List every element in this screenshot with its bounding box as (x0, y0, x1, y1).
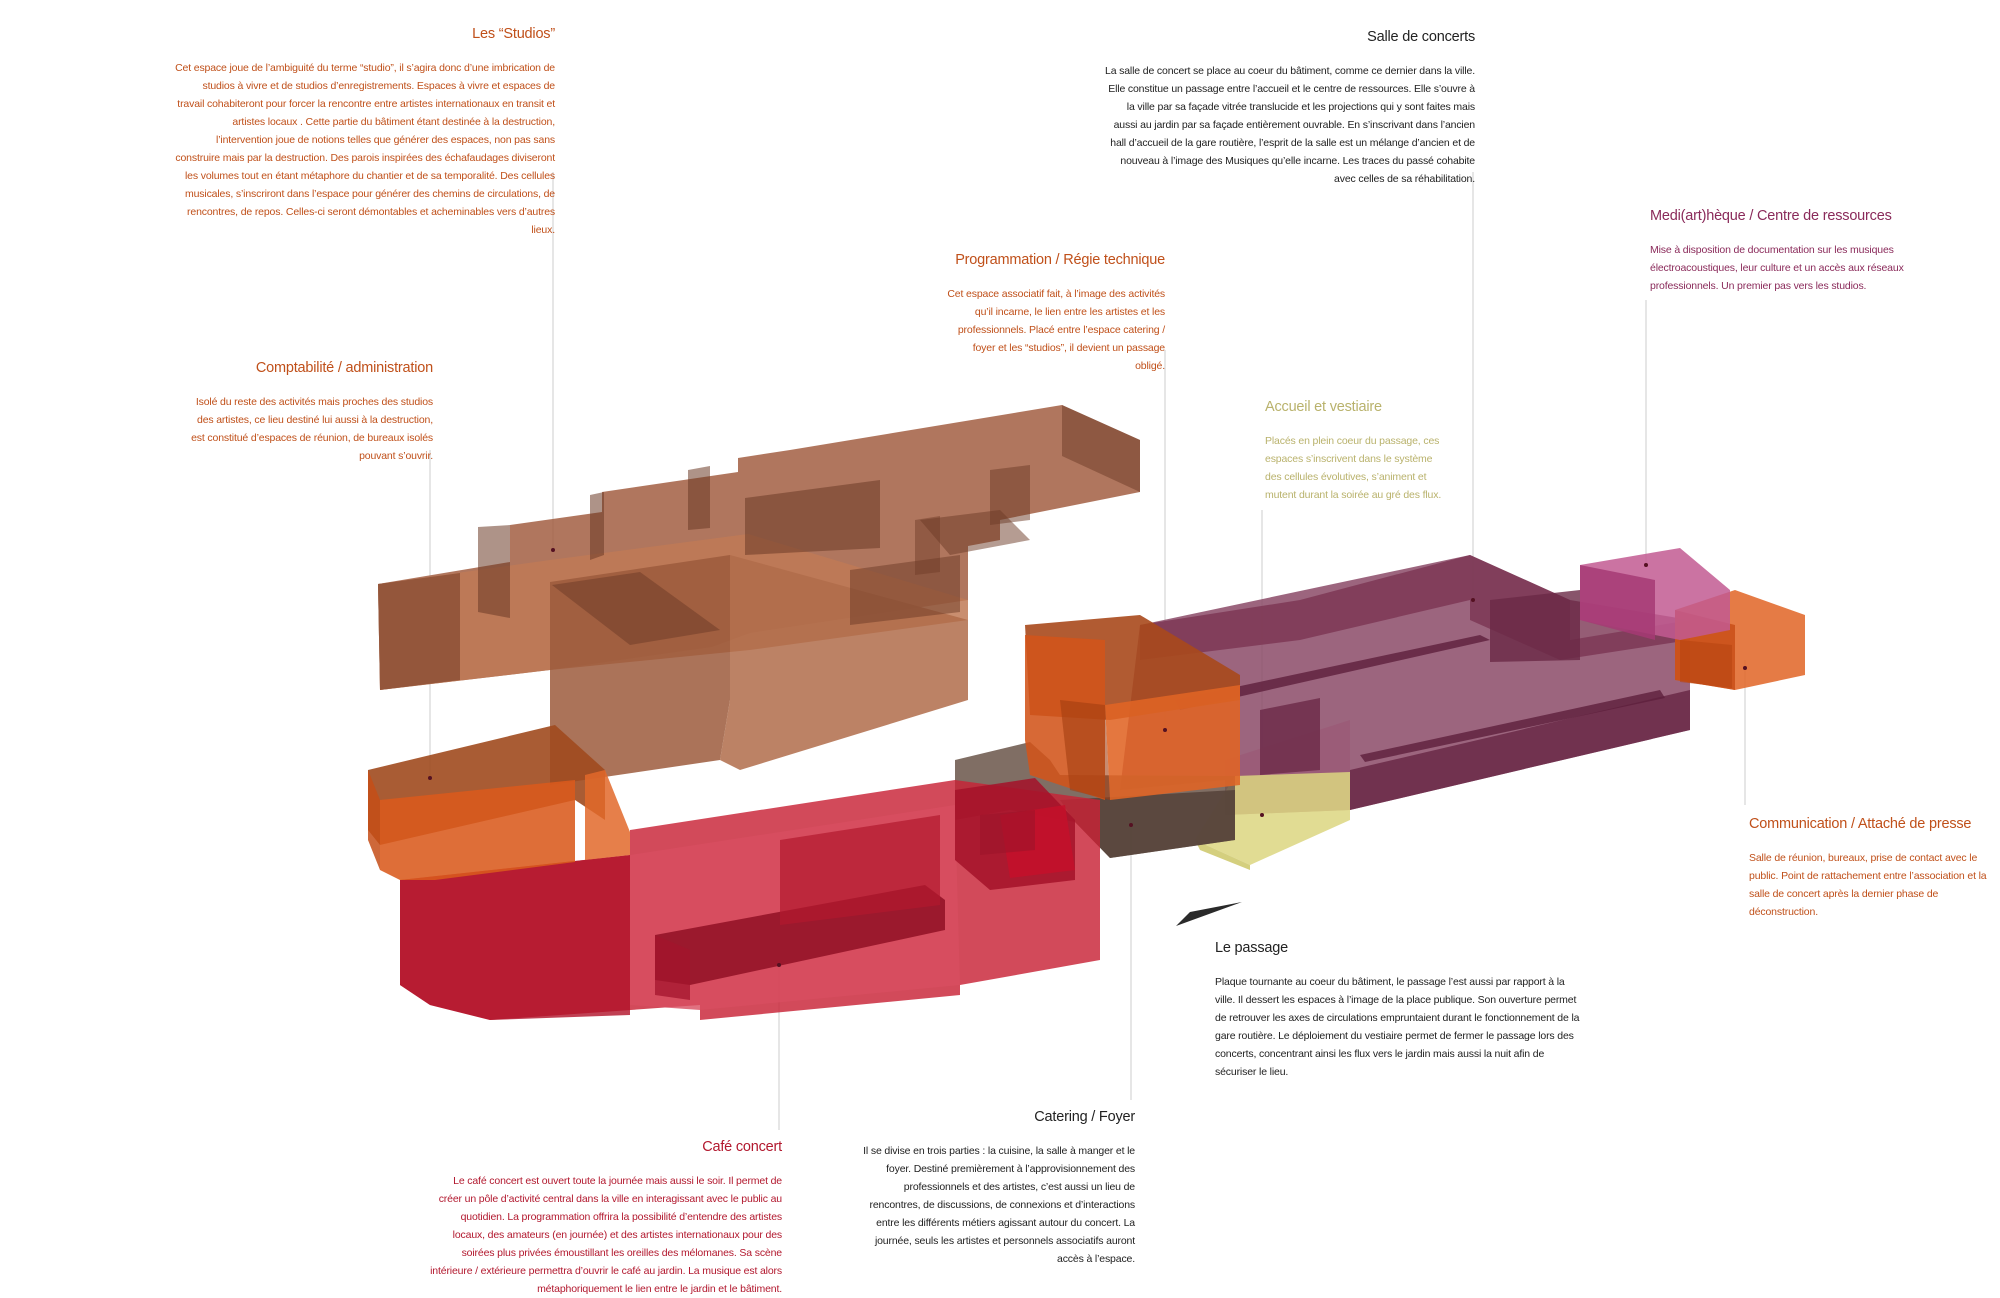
salle-concerts-annotation: Salle de concerts La salle de concert se… (1105, 28, 1475, 188)
passage-annotation: Le passage Plaque tournante au coeur du … (1215, 939, 1585, 1081)
cafe-concert-text: Le café concert est ouvert toute la jour… (430, 1175, 782, 1295)
marker-mediatheque (1644, 563, 1648, 567)
axonometric-diagram (368, 172, 1805, 1130)
mediatheque-volume (1580, 548, 1730, 640)
accueil-text: Placés en plein coeur du passage, ces es… (1265, 435, 1442, 501)
programmation-text: Cet espace associatif fait, à l’image de… (947, 288, 1165, 372)
marker-catering (1129, 823, 1133, 827)
mediatheque-text: Mise à disposition de documentation sur … (1650, 244, 1904, 292)
mediatheque-annotation: Medi(art)hèque / Centre de ressources Mi… (1650, 207, 1910, 295)
catering-annotation: Catering / Foyer Il se divise en trois p… (860, 1108, 1135, 1268)
communication-title: Communication / Attaché de presse (1749, 816, 1972, 832)
marker-programmation (1163, 728, 1167, 732)
passage-text: Plaque tournante au coeur du bâtiment, l… (1215, 976, 1580, 1078)
salle-concerts-volume (1120, 555, 1690, 815)
comptabilite-text: Isolé du reste des activités mais proche… (191, 396, 433, 462)
studios-title: Les “Studios” (472, 26, 555, 42)
catering-text: Il se divise en trois parties : la cuisi… (863, 1145, 1135, 1265)
programmation-volume (1025, 615, 1240, 800)
cafe-concert-annotation: Café concert Le café concert est ouvert … (430, 1138, 782, 1298)
marker-salle-concerts (1471, 598, 1475, 602)
accueil-title: Accueil et vestiaire (1265, 399, 1382, 415)
accueil-annotation: Accueil et vestiaire Placés en plein coe… (1265, 398, 1445, 504)
communication-text: Salle de réunion, bureaux, prise de cont… (1749, 852, 1987, 918)
passage-arrow-icon (1176, 902, 1242, 926)
comptabilite-title: Comptabilité / administration (255, 360, 433, 376)
studios-annotation: Les “Studios” Cet espace joue de l’ambig… (175, 25, 555, 239)
marker-communication (1743, 666, 1747, 670)
mediatheque-title: Medi(art)hèque / Centre de ressources (1650, 208, 1892, 224)
passage-title: Le passage (1215, 940, 1288, 956)
communication-annotation: Communication / Attaché de presse Salle … (1749, 815, 1989, 921)
cafe-concert-volume (400, 778, 1100, 1020)
dot-markers (428, 548, 1747, 967)
cafe-concert-title: Café concert (702, 1139, 782, 1155)
salle-concerts-title: Salle de concerts (1367, 29, 1475, 45)
comptabilite-volume (368, 725, 630, 880)
salle-concerts-text: La salle de concert se place au coeur du… (1105, 65, 1475, 185)
programmation-title: Programmation / Régie technique (955, 252, 1165, 268)
studios-volume (378, 405, 1140, 785)
comptabilite-annotation: Comptabilité / administration Isolé du r… (183, 359, 433, 465)
studios-text: Cet espace joue de l’ambiguité du terme … (175, 62, 555, 236)
marker-accueil (1260, 813, 1264, 817)
marker-cafe (777, 963, 781, 967)
catering-title: Catering / Foyer (1034, 1109, 1135, 1125)
marker-comptabilite (428, 776, 432, 780)
programmation-annotation: Programmation / Régie technique Cet espa… (945, 251, 1165, 375)
marker-studios (551, 548, 555, 552)
